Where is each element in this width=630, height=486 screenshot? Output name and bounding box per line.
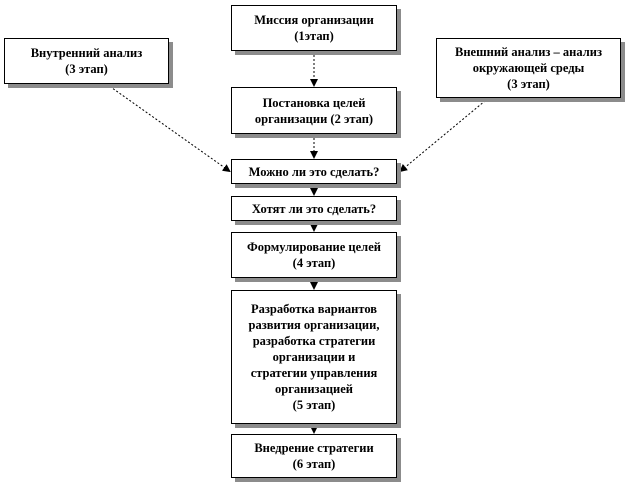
strategy-development-node-line: (5 этап)	[292, 398, 336, 412]
strategy-implementation-node-line: Внедрение стратегии	[254, 441, 374, 455]
strategy-development-node-line: Разработка вариантов	[250, 302, 378, 316]
goal-formulation-node: Формулирование целей (4 этап)	[231, 232, 397, 278]
goal-setting-node-line: организации (2 этап)	[254, 111, 374, 126]
strategy-development-node-line: разработка стратегии	[252, 334, 376, 348]
external-analysis-node-line: окружающей среды	[472, 61, 585, 75]
strategy-development-node-line: организации и	[272, 350, 356, 364]
mission-node-line: Миссия организации	[254, 13, 374, 27]
strategy-development-node-line: организацией	[275, 382, 353, 396]
external-analysis-node: Внешний анализ – анализ окружающей среды…	[436, 38, 621, 98]
willingness-question-node-line: Хотят ли это сделать?	[251, 201, 377, 216]
external-analysis-node-line: Внешний анализ – анализ	[455, 45, 602, 59]
strategy-implementation-node: Внедрение стратегии (6 этап)	[231, 434, 397, 478]
internal-analysis-node-line: Внутренний анализ	[30, 46, 143, 60]
internal-analysis-node: Внутренний анализ (3 этап)	[4, 38, 169, 84]
strategy-implementation-node-line: (6 этап)	[292, 457, 336, 471]
goal-formulation-node-line: Формулирование целей	[247, 240, 381, 254]
edge-external-to-can	[399, 97, 489, 173]
strategy-development-node-line: стратегии управления	[250, 366, 378, 380]
strategy-development-node-line: развития организации,	[248, 318, 380, 332]
internal-analysis-node-line: (3 этап)	[65, 62, 108, 76]
feasibility-question-node-line: Можно ли это сделать?	[248, 164, 380, 179]
goal-setting-node: Постановка целей организации (2 этап)	[231, 87, 397, 134]
mission-node-line: (1этап)	[294, 29, 334, 43]
goal-setting-node-line: Постановка целей	[262, 95, 366, 110]
edge-internal-to-can	[106, 83, 231, 173]
feasibility-question-node: Можно ли это сделать?	[231, 159, 397, 184]
willingness-question-node: Хотят ли это сделать?	[231, 196, 397, 221]
mission-node: Миссия организации (1этап)	[231, 5, 397, 51]
strategy-development-node: Разработка вариантов развития организаци…	[231, 290, 397, 424]
goal-formulation-node-line: (4 этап)	[292, 256, 336, 270]
external-analysis-node-line: (3 этап)	[507, 77, 550, 91]
